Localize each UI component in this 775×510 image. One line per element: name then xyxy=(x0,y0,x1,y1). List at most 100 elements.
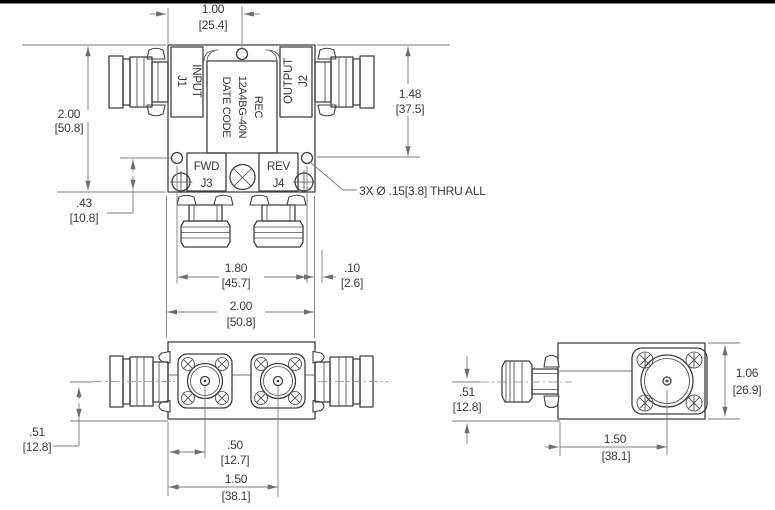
dim-port1-mm: [12.7] xyxy=(221,453,250,467)
j3-flange-screw-icon xyxy=(215,391,229,405)
mounting-hole-top xyxy=(235,47,249,61)
j3-screw-right xyxy=(213,194,234,206)
j3-flange-screw-icon xyxy=(181,357,195,371)
output-flange-face xyxy=(631,347,708,415)
flange-screw-icon xyxy=(685,394,703,412)
output-ref-label: J2 xyxy=(298,75,310,87)
dim-edge-gap-in: .10 xyxy=(344,261,361,275)
input-port-block xyxy=(170,46,204,118)
j4-screw-right xyxy=(286,194,307,206)
j3-barrel xyxy=(180,220,231,248)
j4-rib-lines xyxy=(253,226,304,239)
j4-flange-screw-icon xyxy=(254,357,268,371)
j1-input-connector xyxy=(108,47,169,117)
j3-neck-lines xyxy=(193,204,218,222)
dim-port-row-in: .43 xyxy=(76,196,93,210)
j4-reverse-connector xyxy=(249,194,307,248)
fwd-ref-label: J3 xyxy=(201,178,213,190)
dim-hole-spacing-in: 1.80 xyxy=(225,261,248,275)
j1-ring xyxy=(122,58,131,106)
front-view-extension-lines xyxy=(53,381,279,497)
dim-side-height-mm: [26.9] xyxy=(733,383,762,397)
j3-screw-left xyxy=(176,194,197,206)
front-right-neck xyxy=(314,361,331,403)
dim-front-cl-mm: [12.8] xyxy=(23,440,52,454)
j1-barrel xyxy=(129,56,153,108)
dim-top-height-in: 1.48 xyxy=(399,87,422,101)
front-left-neck xyxy=(152,361,169,403)
corner-screw-right-cross xyxy=(292,170,316,194)
fwd-label: FWD xyxy=(194,161,220,173)
center-screw-slot xyxy=(233,168,252,187)
j3-flange-screw-icon xyxy=(215,357,229,371)
dim-side-height-in: 1.06 xyxy=(736,366,759,380)
dim-edge-gap-mm: [2.6] xyxy=(341,276,363,290)
front-left-screw-top xyxy=(158,350,171,364)
j3-flange-screw-icon xyxy=(181,391,195,405)
top-view-body-outline xyxy=(167,44,316,193)
j4-pin-dot xyxy=(276,379,280,383)
j4-screw-left xyxy=(249,194,270,206)
input-ref-label: J1 xyxy=(175,75,187,87)
output-flange-plate xyxy=(631,347,708,415)
j1-flange-screw-bottom xyxy=(146,104,166,117)
dim-port2-in: 1.50 xyxy=(225,472,248,486)
thru-hole-leader-line xyxy=(309,161,357,191)
corner-screw-left-cross xyxy=(169,170,193,194)
front-view: .51 [12.8] .50 [12.7] 1.50 [38.1] xyxy=(23,341,388,503)
dim-side-flange-in: 1.50 xyxy=(604,432,627,446)
output-center-pin xyxy=(662,376,672,386)
page-top-border xyxy=(0,0,775,4)
side-sma-barrel xyxy=(501,360,533,403)
j2-ring xyxy=(352,58,361,106)
j2-neck xyxy=(314,61,332,103)
j2-rib-lines xyxy=(324,56,347,108)
dim-width-in: 2.00 xyxy=(230,299,253,313)
j4-flange-screw-icon xyxy=(254,391,268,405)
j1-end-cap xyxy=(108,55,124,109)
j3-pin-dot xyxy=(203,379,207,383)
side-sma-neck xyxy=(531,368,559,395)
dim-height-in: 2.00 xyxy=(58,107,81,121)
top-view: INPUT J1 OUTPUT J2 REC 12A4BG-40N DATE C… xyxy=(22,2,487,338)
dim-side-cl-in: .51 xyxy=(459,385,476,399)
side-sma-neck-lines xyxy=(531,373,559,390)
j4-flange-face xyxy=(250,353,306,409)
cavity-fillet-arcs xyxy=(203,49,281,62)
center-screw-icon xyxy=(229,163,256,191)
dim-hole-offset-in: 1.00 xyxy=(202,2,225,16)
rev-label: REV xyxy=(267,161,291,173)
mounting-hole-left xyxy=(170,151,184,165)
j2-end-cap xyxy=(359,55,375,109)
side-view-extension-lines xyxy=(452,342,740,456)
dim-front-cl-in: .51 xyxy=(29,425,46,439)
side-sma-ribs xyxy=(505,360,523,403)
dim-port1-in: .50 xyxy=(227,438,244,452)
side-sma-connector xyxy=(501,354,560,409)
label-line-datecode: DATE CODE xyxy=(220,77,232,138)
j1-flange-screw-top xyxy=(146,47,166,60)
thru-hole-note: 3X Ø .15[3.8] THRU ALL xyxy=(359,184,486,198)
dim-height-mm: [50.8] xyxy=(55,121,84,135)
j3-forward-connector xyxy=(176,194,234,248)
dim-side-cl-mm: [12.8] xyxy=(453,400,482,414)
side-view: .51 [12.8] 1.06 [26.9] 1.50 [38.1] xyxy=(452,342,762,463)
label-line-rec: REC xyxy=(252,96,264,119)
j1-rib-lines xyxy=(136,56,159,108)
output-pin-dot xyxy=(665,379,669,383)
output-label: OUTPUT xyxy=(283,58,295,104)
dim-top-height-mm: [37.5] xyxy=(396,102,425,116)
fwd-port-box xyxy=(186,152,227,192)
label-line-model: 12A4BG-40N xyxy=(236,76,248,139)
j4-flange-screw-crosses xyxy=(255,358,301,404)
rev-port-box xyxy=(258,152,299,192)
j4-flange-screw-icon xyxy=(288,391,302,405)
flange-screw-icon xyxy=(636,394,654,412)
j2-flange-screw-top xyxy=(317,47,337,60)
label-plate xyxy=(206,60,278,154)
input-label: INPUT xyxy=(190,64,202,98)
j1-neck xyxy=(151,61,169,103)
j2-barrel xyxy=(330,56,354,108)
flange-screw-stars xyxy=(639,352,700,411)
